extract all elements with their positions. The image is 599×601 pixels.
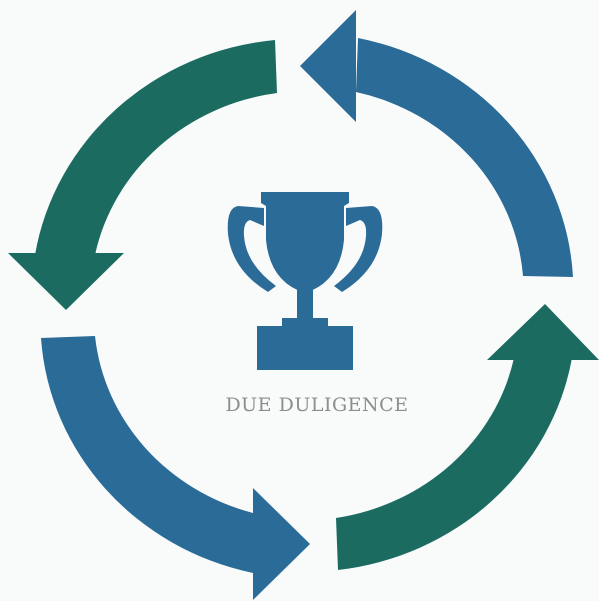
arrow-body	[41, 336, 253, 573]
arrow-body	[35, 40, 277, 255]
trophy-icon	[227, 192, 383, 370]
cycle-arrow-top-left	[8, 40, 277, 310]
arrow-body	[336, 358, 572, 570]
cycle-arrow-top-right	[300, 10, 573, 277]
arrow-head	[253, 488, 310, 600]
cycle-arrow-bottom-left	[41, 336, 310, 600]
arrow-head	[300, 10, 356, 122]
arrow-head	[487, 304, 599, 360]
arrow-head	[8, 253, 124, 310]
cycle-arrow-bottom-right	[336, 304, 599, 570]
center-label: DUE DULIGENCE	[225, 394, 409, 416]
arrow-body	[356, 38, 573, 277]
